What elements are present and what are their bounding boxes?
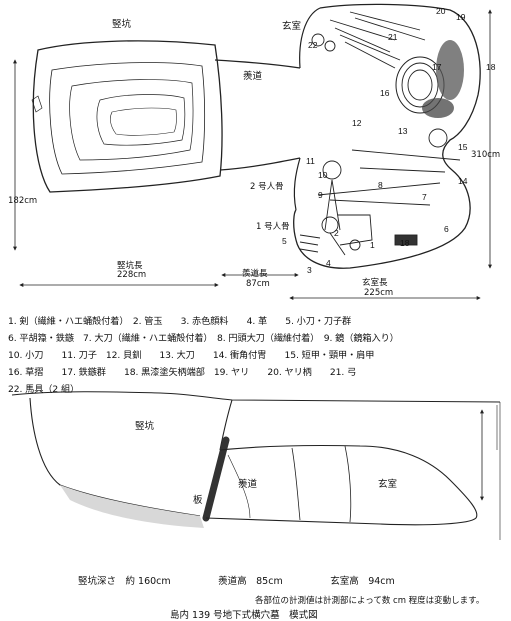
item-number: 6 bbox=[444, 224, 449, 234]
measurement-note: 各部位の計測値は計測部によって数 cm 程度は変動します。 bbox=[255, 596, 485, 606]
label-shaft-section: 竪坑 bbox=[135, 421, 155, 432]
legend-line-4: 16. 草摺 17. 鉄鏃群 18. 黒漆塗矢柄端部 19. ヤリ 20. ヤリ… bbox=[8, 367, 357, 378]
height-left: 182cm bbox=[8, 196, 38, 206]
passage-length-label: 羨道長 bbox=[242, 269, 268, 279]
chamber-plan bbox=[293, 3, 481, 269]
label-bone-1: 1 号人骨 bbox=[256, 222, 290, 232]
item-number: 4 bbox=[326, 258, 331, 268]
shaft-length-label: 竪坑長 bbox=[117, 261, 143, 271]
item-number: 19 bbox=[456, 12, 466, 22]
chamber-length-label: 玄室長 bbox=[362, 278, 388, 288]
height-right: 310cm bbox=[471, 150, 501, 160]
item-number: 20 bbox=[436, 6, 446, 16]
item-number: 11 bbox=[306, 156, 315, 166]
legend-line-1: 1. 剣（繊維・ハエ蛹殻付着） 2. 管玉 3. 赤色顔料 4. 革 5. 小刀… bbox=[8, 316, 352, 327]
passage-length-value: 87cm bbox=[246, 279, 270, 289]
item-number: 17 bbox=[432, 62, 442, 72]
legend-line-5: 22. 馬具（2 組） bbox=[8, 384, 80, 395]
item-number: 13 bbox=[398, 126, 408, 136]
label-passage-plan: 羨道 bbox=[243, 71, 263, 82]
item-number: 18 bbox=[400, 238, 410, 248]
item-number: 16 bbox=[380, 88, 390, 98]
item-number: 21 bbox=[388, 32, 398, 42]
section-view bbox=[10, 391, 501, 540]
item-number: 22 bbox=[308, 40, 318, 50]
figure-caption: 島内 139 号地下式横穴墓 模式図 bbox=[170, 610, 318, 621]
label-shaft-plan: 竪坑 bbox=[112, 19, 132, 30]
item-number: 12 bbox=[352, 118, 362, 128]
plan-dimensions bbox=[13, 9, 492, 300]
item-number: 18 bbox=[486, 62, 496, 72]
label-chamber-plan: 玄室 bbox=[282, 21, 302, 32]
shaft-length-value: 228cm bbox=[117, 270, 147, 280]
legend-line-2: 6. 平胡簶・鉄鏃 7. 大刀（繊維・ハエ蛹殻付着） 8. 円頭大刀（繊維付着）… bbox=[8, 333, 399, 344]
item-number: 5 bbox=[282, 236, 287, 246]
item-number: 8 bbox=[378, 180, 383, 190]
grave-goods bbox=[299, 11, 464, 256]
item-number: 15 bbox=[458, 142, 468, 152]
legend-line-3: 10. 小刀 11. 刀子 12. 貝釧 13. 大刀 14. 衝角付冑 15.… bbox=[8, 350, 375, 361]
chamber-length-value: 225cm bbox=[364, 288, 394, 298]
item-number: 10 bbox=[318, 170, 328, 180]
item-number: 9 bbox=[318, 190, 323, 200]
item-number: 3 bbox=[307, 265, 312, 275]
label-chamber-section: 玄室 bbox=[378, 479, 398, 490]
item-number: 1 bbox=[370, 240, 375, 250]
section-depths: 竪坑深さ 約 160cm 羨道高 85cm 玄室高 94cm bbox=[78, 576, 395, 587]
label-passage-section: 羨道 bbox=[238, 479, 258, 490]
passage-plan bbox=[214, 7, 321, 211]
label-bone-2: 2 号人骨 bbox=[250, 182, 284, 192]
item-number: 7 bbox=[422, 192, 427, 202]
item-number: 2 bbox=[334, 228, 339, 238]
shaft-plan bbox=[31, 40, 223, 193]
item-number: 14 bbox=[458, 176, 468, 186]
label-board: 板 bbox=[193, 495, 203, 506]
